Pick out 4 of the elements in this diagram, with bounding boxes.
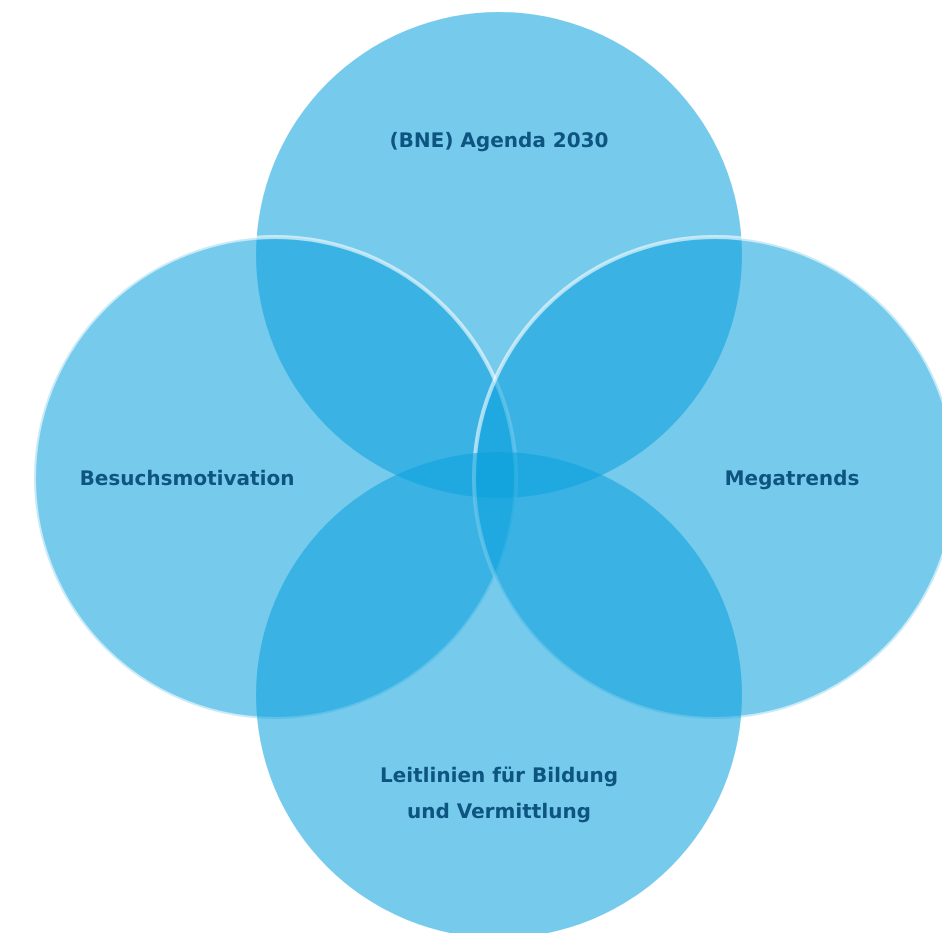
circle-label: (BNE) Agenda 2030	[388, 127, 610, 154]
circle-label: Leitlinien für Bildung und Vermittlung	[378, 762, 620, 825]
circle-label: Besuchsmotivation	[78, 465, 296, 492]
circle-label: Megatrends	[724, 465, 860, 492]
